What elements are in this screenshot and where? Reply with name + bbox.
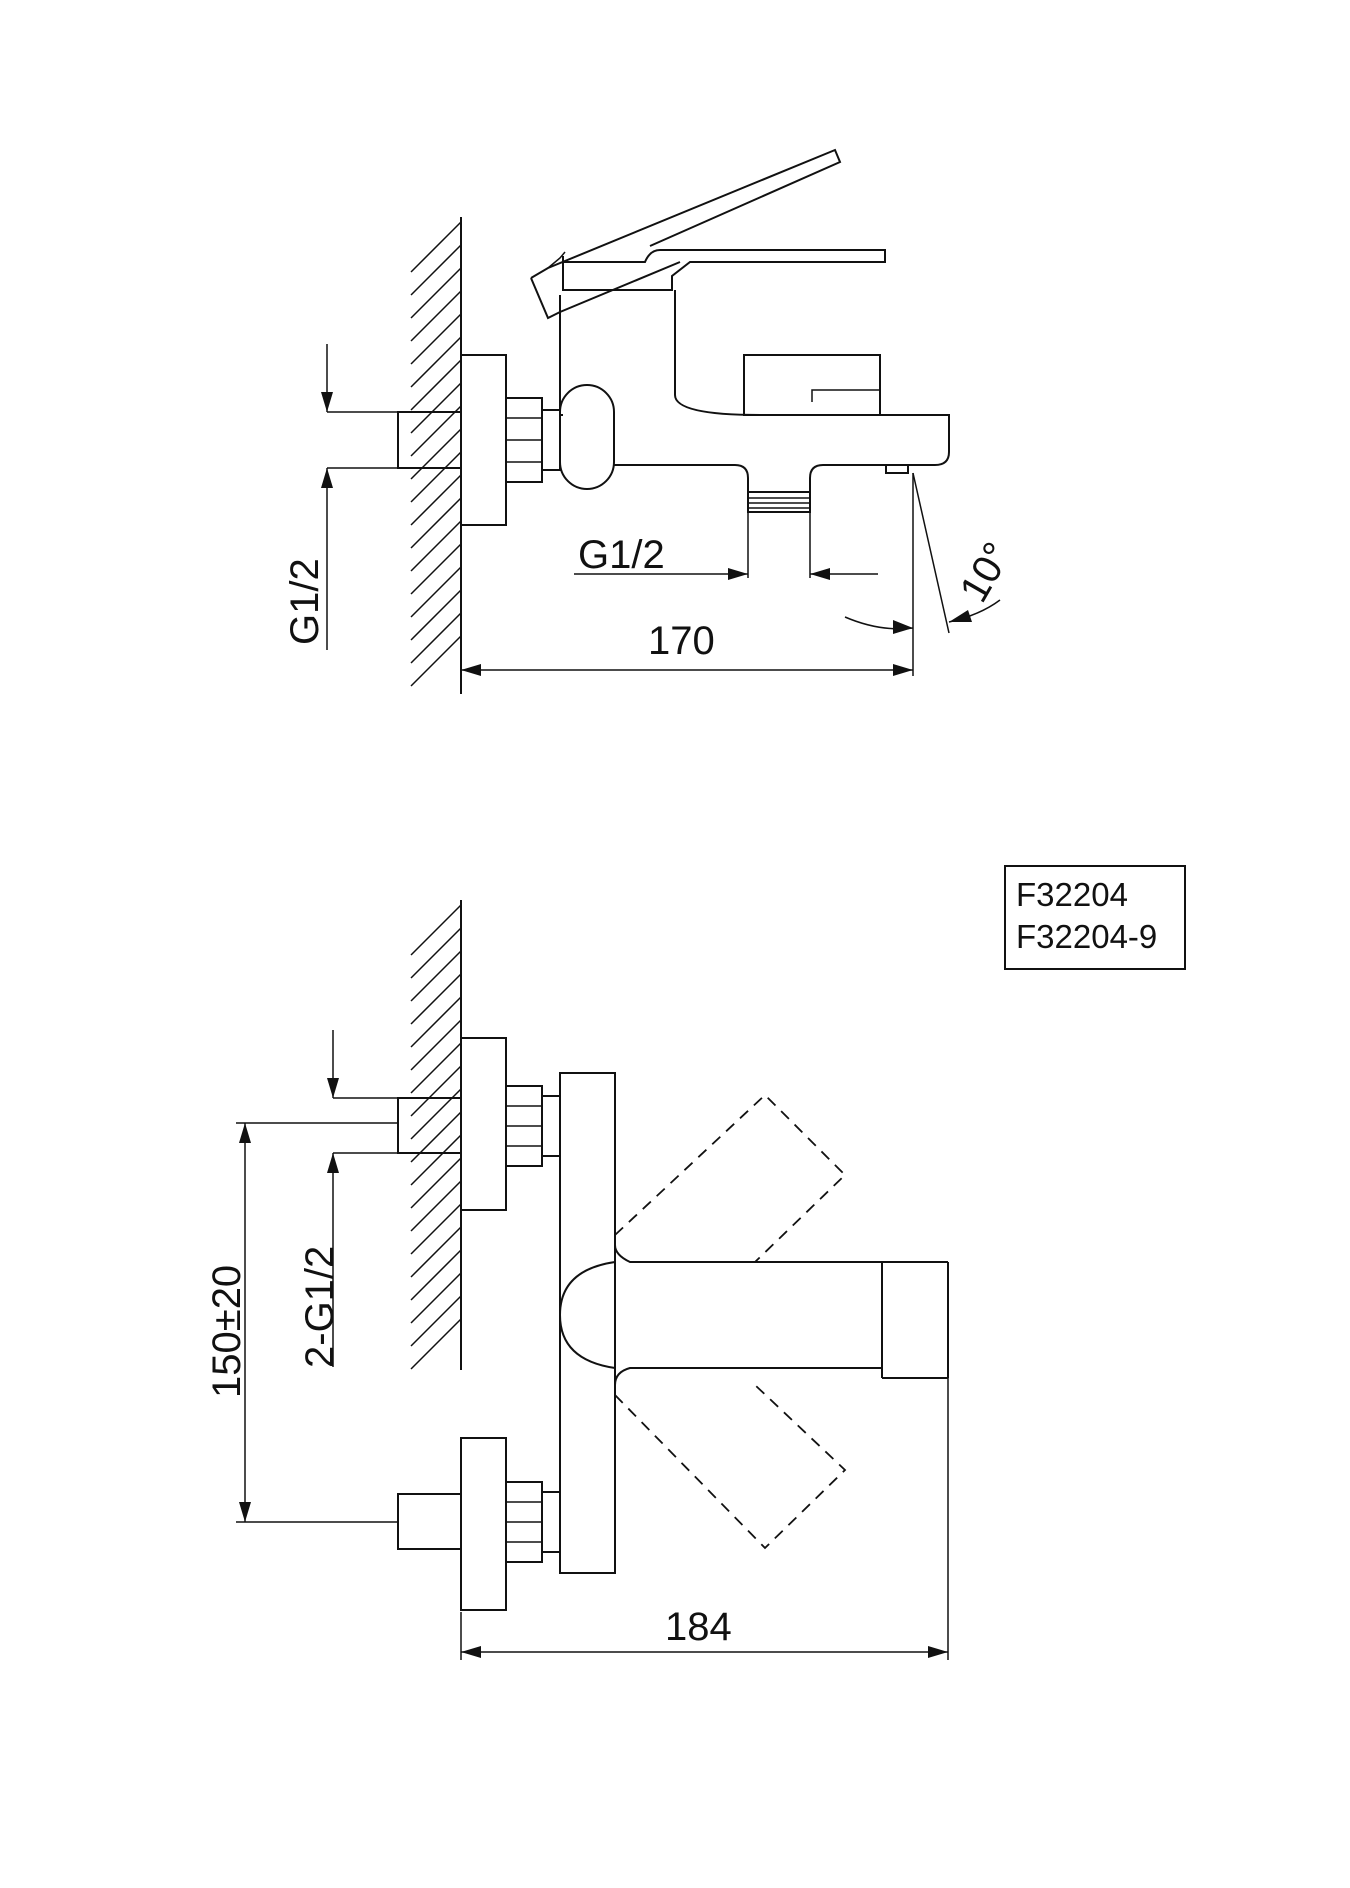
- wall-bottom-hatch-line: [410, 1249, 462, 1301]
- label-projection-bottom: 184: [665, 1605, 732, 1649]
- wall-top-hatch-line: [410, 589, 462, 641]
- wall-top-hatch-line: [410, 336, 462, 388]
- wall-top-hatch-line: [410, 635, 462, 687]
- label-inlet-thread-top: G1/2: [283, 558, 327, 645]
- dim-projection-top: [461, 473, 914, 676]
- side-view: G1/2 G1/2 170 10°: [283, 148, 1020, 694]
- wall-bottom-hatch-line: [410, 1111, 462, 1163]
- wall-bottom-hatch-line: [410, 1272, 462, 1324]
- wall-top-hatch-line: [410, 405, 462, 457]
- inlet-pipe-lower: [397, 1493, 462, 1550]
- wall-top-hatch-line: [410, 290, 462, 342]
- dim-projection-bottom: [460, 1378, 949, 1660]
- wall-top-hatch-line: [410, 244, 462, 296]
- escutcheon-lower: [460, 1437, 507, 1611]
- eccentric-connector: [559, 384, 615, 490]
- wall-bottom-hatch-line: [410, 1203, 462, 1255]
- label-outlet-thread: G1/2: [578, 533, 665, 577]
- wall-bottom-hatch-line: [410, 973, 462, 1025]
- wall-top-hatch-line: [410, 451, 462, 503]
- wall-bottom-hatch-line: [410, 904, 462, 956]
- outlet-thread: [747, 497, 811, 578]
- lever-swing-dashed: [614, 1093, 847, 1550]
- wall-bottom-hatch-line: [410, 1042, 462, 1094]
- wall-top-hatch-line: [410, 359, 462, 411]
- escutcheon-upper: [460, 1037, 507, 1211]
- escutcheon-top: [460, 354, 507, 526]
- plan-view: 2-G1/2 150±20 184: [205, 900, 949, 1660]
- hex-nut-upper: [505, 1085, 561, 1167]
- mixer-body-plan: [559, 1072, 616, 1574]
- label-inlet-thread-bottom: 2-G1/2: [298, 1246, 342, 1368]
- model-number-2: F32204-9: [1016, 918, 1157, 955]
- dim-inlet-thread-bottom: [327, 1030, 398, 1367]
- model-number-box: F32204 F32204-9: [1004, 865, 1186, 970]
- label-projection-top: 170: [648, 619, 715, 663]
- lever-handle: [562, 249, 886, 291]
- inlet-pipe-top: [397, 411, 462, 469]
- wall-top-hatch-line: [410, 543, 462, 595]
- wall-bottom-hatch-line: [410, 1157, 462, 1209]
- inlet-pipe-upper: [397, 1097, 462, 1154]
- hex-nut-lower: [505, 1481, 561, 1563]
- wall-bottom-hatch-line: [410, 1318, 462, 1370]
- wall-top-hatch-line: [410, 382, 462, 434]
- wall-bottom-hatch-line: [410, 1019, 462, 1071]
- wall-top-hatch-line: [410, 566, 462, 618]
- wall-bottom-hatch-line: [410, 1065, 462, 1117]
- dim-centre-distance: [236, 1122, 398, 1523]
- wall-top-hatch-line: [410, 221, 462, 273]
- wall-top-hatch-line: [410, 612, 462, 664]
- wall-bottom-hatch-line: [410, 1180, 462, 1232]
- wall-top-hatch-line: [410, 428, 462, 480]
- label-centre-distance: 150±20: [205, 1265, 249, 1398]
- model-number-1: F32204: [1016, 876, 1128, 913]
- outlet-fitting: [747, 491, 811, 513]
- wall-top-hatch-line: [410, 520, 462, 572]
- wall-hatch-top: [410, 217, 462, 694]
- wall-top-hatch-line: [410, 313, 462, 365]
- label-spout-angle: 10°: [952, 535, 1020, 609]
- wall-top-hatch-line: [410, 497, 462, 549]
- wall-bottom-hatch-line: [410, 950, 462, 1002]
- wall-bottom-hatch-line: [410, 1226, 462, 1278]
- aerator: [885, 464, 909, 474]
- mixer-body-side: [559, 290, 950, 578]
- lever-raised-position: [530, 148, 842, 320]
- wall-top-hatch-line: [410, 474, 462, 526]
- dim-outlet-thread: [574, 568, 878, 580]
- hex-nut-top: [505, 397, 561, 483]
- wall-bottom-hatch-line: [410, 1134, 462, 1186]
- wall-bottom-hatch-line: [410, 1295, 462, 1347]
- spout-plan: [558, 1244, 949, 1386]
- wall-bottom-hatch-line: [410, 996, 462, 1048]
- wall-bottom-hatch-line: [410, 1088, 462, 1140]
- dim-inlet-thread-top: [321, 344, 398, 650]
- wall-top-hatch-line: [410, 267, 462, 319]
- wall-bottom-hatch-line: [410, 927, 462, 979]
- dim-spout-angle: [844, 472, 1001, 634]
